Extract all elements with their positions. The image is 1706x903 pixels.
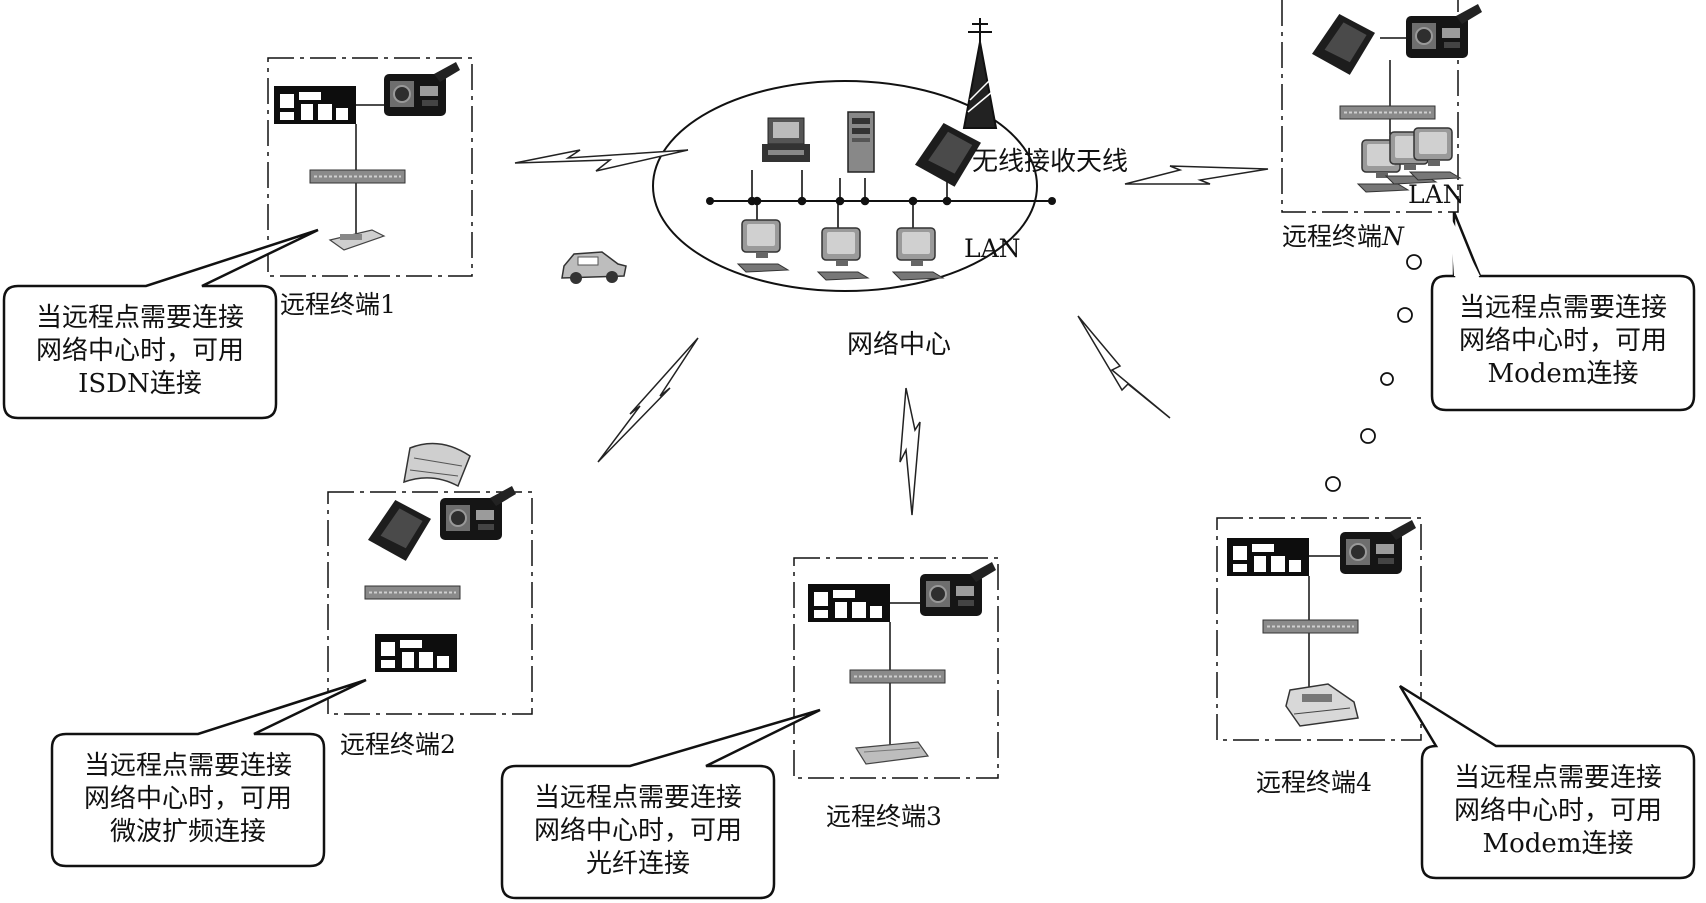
callout-N-line-2: 网络中心时，可用	[1458, 326, 1667, 356]
fiber-device-icon	[854, 741, 930, 765]
isdn-device-icon	[328, 229, 386, 251]
callout-2-shape	[50, 678, 367, 868]
microwave-antenna-icon	[403, 442, 471, 488]
callout-4-line-3: Modem连接	[1482, 829, 1634, 859]
antenna-tower-icon	[962, 18, 998, 129]
lan-pc-icon	[892, 227, 944, 281]
callout-N-line-3: Modem连接	[1487, 359, 1639, 389]
callout-N-line-1: 当远程点需要连接	[1458, 293, 1667, 323]
callout-1-shape	[2, 228, 319, 420]
terminal-3-name: 远程终端3	[826, 802, 942, 831]
callout-1-line-1: 当远程点需要连接	[35, 303, 244, 333]
terminal-3-box	[793, 557, 999, 779]
terminal-N-name: 远程终端N	[1282, 222, 1404, 252]
thought-bubbles	[1325, 254, 1422, 492]
terminal-2-box	[327, 442, 533, 715]
callout-2-line-1: 当远程点需要连接	[83, 751, 292, 781]
terminal-N-lan-label: LAN	[1408, 180, 1465, 209]
terminal-2-name: 远程终端2	[340, 730, 456, 759]
callout-2: 当远程点需要连接 网络中心时，可用 微波扩频连接	[52, 750, 324, 849]
link-bolt-terminalN	[1124, 165, 1269, 185]
modem-device-icon	[1285, 683, 1359, 727]
callout-3-line-2: 网络中心时，可用	[533, 816, 742, 846]
callout-1: 当远程点需要连接 网络中心时，可用 ISDN连接	[4, 302, 276, 401]
network-center-title: 网络中心	[847, 330, 952, 360]
terminal-1-name: 远程终端1	[280, 290, 396, 319]
callout-4-shape	[1398, 684, 1696, 880]
link-bolt-terminal2	[597, 337, 699, 463]
terminal-1-box	[267, 57, 473, 277]
center-lan-label: LAN	[964, 234, 1021, 263]
terminal-4-name: 远程终端4	[1256, 768, 1372, 797]
callout-3-shape	[500, 708, 821, 900]
lan-pc-icon	[817, 227, 869, 281]
link-bolt-terminal1	[514, 149, 689, 172]
link-bolt-terminal4	[1077, 315, 1171, 419]
tower-computer-icon	[847, 111, 875, 173]
callout-4-line-2: 网络中心时，可用	[1453, 796, 1662, 826]
callout-3-line-3: 光纤连接	[585, 849, 690, 879]
callout-1-line-3: ISDN连接	[78, 369, 202, 399]
terminal-N-box	[1281, 0, 1483, 213]
callout-4-line-1: 当远程点需要连接	[1453, 763, 1662, 793]
link-bolt-terminal3	[899, 387, 921, 516]
callout-1-line-2: 网络中心时，可用	[35, 336, 244, 366]
callout-4: 当远程点需要连接 网络中心时，可用 Modem连接	[1422, 762, 1694, 861]
network-center	[652, 18, 1056, 292]
terminal-N-name-text: 远程终端	[1282, 222, 1383, 251]
server-icon	[762, 117, 810, 162]
callout-3-line-1: 当远程点需要连接	[533, 783, 742, 813]
callout-N-shape	[1430, 211, 1696, 412]
callout-N: 当远程点需要连接 网络中心时，可用 Modem连接	[1432, 292, 1694, 391]
callout-3: 当远程点需要连接 网络中心时，可用 光纤连接	[502, 782, 774, 881]
callout-2-line-3: 微波扩频连接	[109, 817, 266, 847]
car-icon	[561, 251, 627, 284]
terminal-N-suffix: N	[1382, 222, 1404, 251]
lan-pc-icon	[737, 219, 789, 273]
callout-2-line-2: 网络中心时，可用	[83, 784, 292, 814]
antenna-label: 无线接收天线	[972, 147, 1129, 177]
terminal-4-box	[1216, 517, 1422, 741]
